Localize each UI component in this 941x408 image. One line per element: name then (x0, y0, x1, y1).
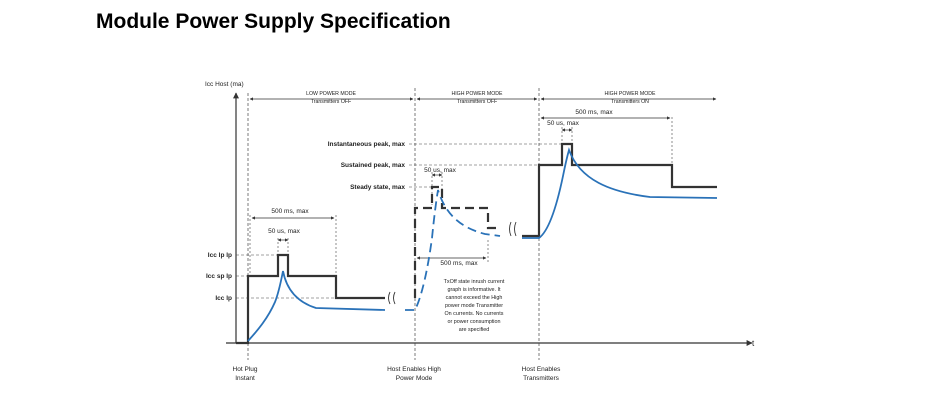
dur-label-mid-500: 500 ms, max (440, 260, 478, 267)
mode-label-high-on: HIGH POWER MODE (604, 91, 656, 97)
break-mark-mid (509, 221, 517, 237)
event-label-high-power-1: Host Enables High (387, 366, 441, 373)
y-axis-label: Icc Host (ma) (205, 81, 244, 88)
limit-curve-high-off (413, 185, 500, 298)
event-label-transmitters-1: Host Enables (522, 366, 561, 373)
dur-label-high-500: 500 ms, max (575, 109, 613, 116)
note-line-2: graph is informative. It (447, 287, 501, 293)
note-line-3: cannot exceed the High (446, 295, 503, 301)
mode-label-high-off: HIGH POWER MODE (451, 91, 503, 97)
current-curve-high-on (522, 147, 718, 239)
level-label-sustained-peak: Sustained peak, max (341, 162, 406, 169)
limit-curve-low (236, 253, 385, 345)
level-label-steady-state: Steady state, max (350, 184, 405, 191)
mode-label-low: LOW POWER MODE (306, 91, 356, 97)
dur-label-high-50: 50 us, max (547, 120, 580, 127)
dur-label-mid-50: 50 us, max (424, 167, 457, 174)
note-line-6: or power consumption (447, 319, 500, 325)
mode-sub-low: Transmitters OFF (311, 99, 351, 105)
level-label-icc-lp: Icc lp (215, 295, 232, 302)
dur-label-low-500: 500 ms, max (271, 208, 309, 215)
mode-sub-high-off: Transmitters OFF (457, 99, 497, 105)
event-label-transmitters-2: Transmitters (523, 375, 560, 382)
note-line-4: power mode Transmitter (445, 303, 503, 309)
current-curve-low (247, 270, 386, 342)
level-label-instantaneous-peak: Instantaneous peak, max (328, 141, 406, 148)
level-label-icc-lp-lp: Icc lp lp (208, 252, 232, 259)
limit-curve-high-on (522, 142, 717, 238)
event-label-hot-plug-2: Instant (235, 375, 255, 382)
event-label-hot-plug-1: Hot Plug (233, 366, 258, 373)
level-label-icc-sp-lp: Icc sp lp (206, 273, 232, 280)
note-line-1: TxOff state inrush current (444, 279, 505, 285)
current-curve-high-off (405, 189, 501, 311)
event-label-high-power-2: Power Mode (396, 375, 433, 382)
x-axis-label: t (752, 339, 755, 348)
inrush-note: TxOff state inrush current graph is info… (444, 279, 505, 333)
note-line-7: are specified (459, 327, 490, 333)
dur-label-low-50: 50 us, max (268, 228, 301, 235)
mode-sub-high-on: Transmitters ON (611, 99, 649, 105)
break-mark-low (388, 291, 396, 305)
page-title: Module Power Supply Specification (96, 10, 451, 33)
note-line-5: On currents. No currents (444, 311, 503, 317)
